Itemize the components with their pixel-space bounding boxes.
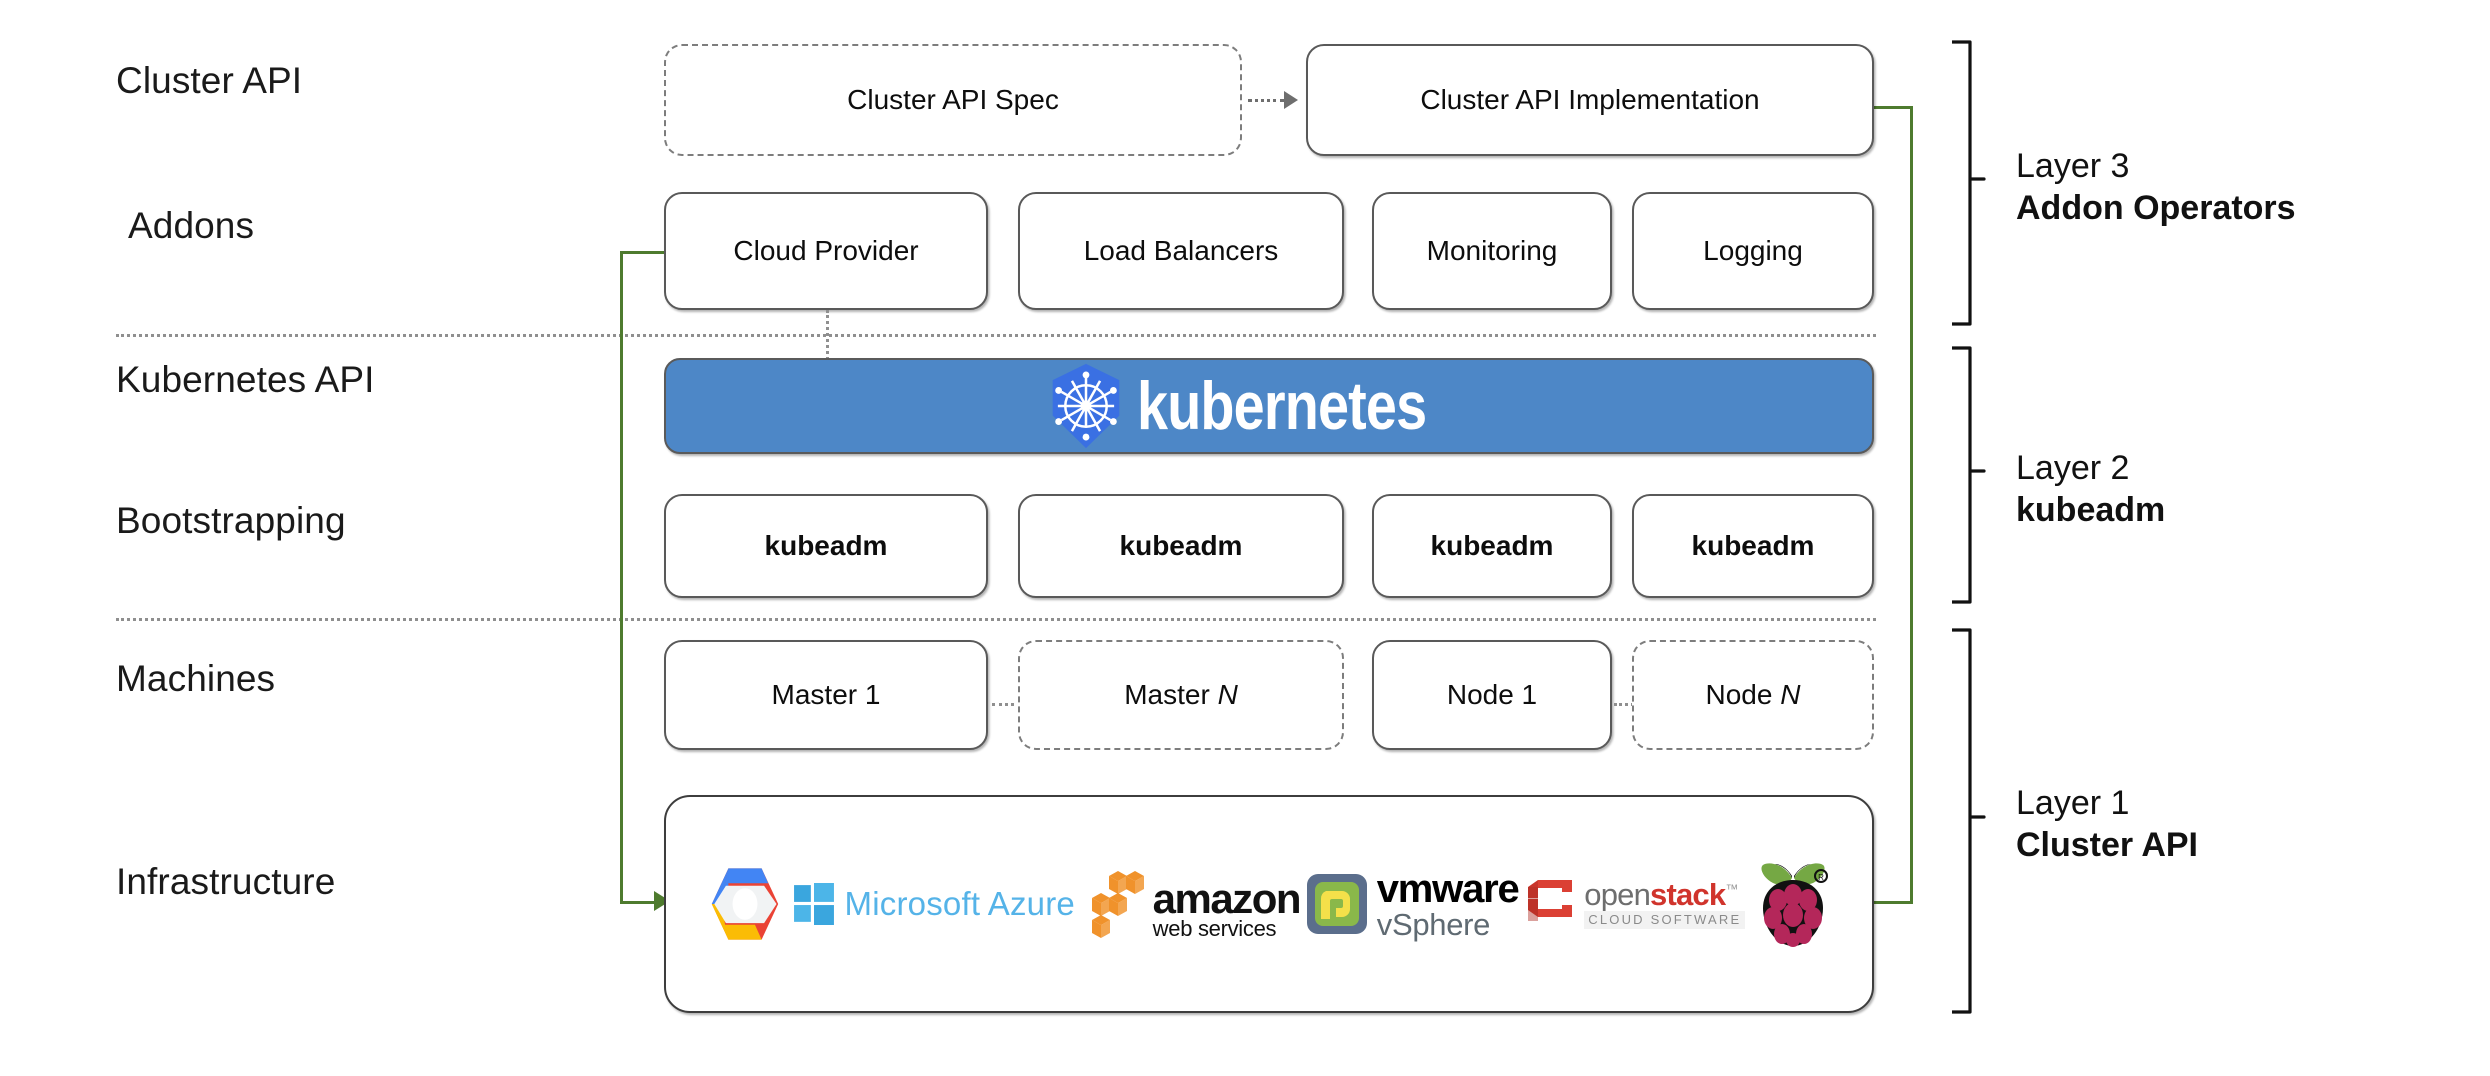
openstack-sublabel: CLOUD SOFTWARE — [1584, 911, 1746, 930]
amazon-web-services-sublabel: web services — [1152, 916, 1277, 942]
google-cloud-platform-icon — [711, 868, 779, 940]
provider-logo-amazon-web-services[interactable]: amazon web services — [1081, 868, 1302, 942]
infrastructure-box[interactable]: Microsoft Azure — [664, 795, 1874, 1013]
cluster-api-spec-box[interactable]: Cluster API Spec — [664, 44, 1242, 156]
layer-2-caption: Layer 2 kubeadm — [2016, 447, 2165, 531]
bootstrap-label-4: kubeadm — [1691, 530, 1815, 561]
layer-1-brace-icon — [1952, 628, 1986, 1014]
aws-boxes-icon — [1091, 871, 1144, 938]
provider-logo-vmware-vsphere[interactable]: vmware vSphere — [1306, 866, 1520, 942]
green-connector-bottom-right-horizontal — [1868, 901, 1913, 904]
spec-arrow-line — [1248, 98, 1284, 102]
addon-label-load-balancers: Load Balancers — [1083, 235, 1279, 266]
layer-3-brace-icon — [1952, 40, 1986, 326]
spec-arrow-head-icon — [1284, 91, 1298, 109]
amazon-label: amazon — [1152, 875, 1302, 923]
bootstrap-box-1[interactable]: kubeadm — [664, 494, 988, 598]
machine-label-master-n-suffix: N — [1217, 679, 1238, 710]
vsphere-sublabel: vSphere — [1376, 906, 1491, 942]
layer-2-brace-icon — [1952, 346, 1986, 604]
layer-1-caption: Layer 1 Cluster API — [2016, 782, 2198, 866]
provider-logo-google-cloud-platform[interactable] — [703, 865, 787, 943]
section-separator-upper — [116, 334, 1876, 337]
bootstrap-label-1: kubeadm — [764, 530, 888, 561]
layer-3-name: Addon Operators — [2016, 189, 2296, 228]
row-label-kubernetes-api: Kubernetes API — [116, 359, 375, 400]
layer-3-number: Layer 3 — [2016, 147, 2130, 185]
provider-logo-openstack[interactable]: openstack™ CLOUD SOFTWARE — [1524, 876, 1746, 931]
machine-label-node-n-suffix: N — [1780, 679, 1801, 710]
row-label-bootstrapping: Bootstrapping — [116, 500, 346, 541]
machine-label-node-n: Node N — [1706, 679, 1801, 711]
green-connector-right-vertical — [1910, 106, 1913, 901]
bootstrap-label-2: kubeadm — [1119, 530, 1243, 561]
kubernetes-helm-wheel-logo-icon — [1052, 363, 1119, 449]
machine-box-master-1[interactable]: Master 1 — [664, 640, 988, 750]
layer-1-name: Cluster API — [2016, 826, 2199, 865]
green-connector-top-left-horizontal — [620, 251, 668, 254]
cluster-api-implementation-box[interactable]: Cluster API Implementation — [1306, 44, 1874, 156]
raspberry-pi-icon: R — [1761, 863, 1829, 947]
addon-label-cloud-provider: Cloud Provider — [733, 235, 919, 266]
cluster-api-implementation-label: Cluster API Implementation — [1420, 84, 1760, 115]
green-connector-top-right-horizontal — [1869, 106, 1913, 109]
bootstrap-box-3[interactable]: kubeadm — [1372, 494, 1612, 598]
provider-logo-microsoft-azure[interactable]: Microsoft Azure — [793, 883, 1075, 925]
machine-label-node-1: Node 1 — [1446, 679, 1538, 710]
addon-label-monitoring: Monitoring — [1426, 235, 1558, 266]
machine-label-master-1: Master 1 — [771, 679, 881, 710]
openstack-wordmark: openstack™ — [1584, 876, 1738, 912]
bootstrap-box-2[interactable]: kubeadm — [1018, 494, 1344, 598]
bootstrap-label-3: kubeadm — [1430, 530, 1554, 561]
addon-box-cloud-provider[interactable]: Cloud Provider — [664, 192, 988, 310]
machine-box-master-n[interactable]: Master N — [1018, 640, 1344, 750]
row-label-cluster-api: Cluster API — [116, 60, 303, 101]
layer-3-caption: Layer 3 Addon Operators — [2016, 145, 2296, 229]
green-connector-left-vertical — [620, 251, 623, 901]
cluster-api-spec-label: Cluster API Spec — [847, 84, 1059, 115]
layer-1-number: Layer 1 — [2016, 784, 2130, 822]
layer-2-number: Layer 2 — [2016, 449, 2130, 487]
svg-text:R: R — [1818, 873, 1824, 882]
provider-logo-raspberry-pi[interactable]: R — [1751, 856, 1835, 952]
row-label-machines: Machines — [116, 658, 276, 699]
microsoft-windows-icon — [793, 883, 834, 925]
row-label-addons: Addons — [128, 205, 255, 246]
addon-box-load-balancers[interactable]: Load Balancers — [1018, 192, 1344, 310]
machine-label-master-n: Master N — [1124, 679, 1238, 711]
kubernetes-banner[interactable]: kubernetes — [664, 358, 1874, 454]
kubernetes-wordmark: kubernetes — [1136, 368, 1427, 444]
vmware-wordmark: vmware — [1376, 866, 1520, 911]
microsoft-azure-label: Microsoft Azure — [844, 885, 1075, 922]
machine-label-node-n-text: Node — [1705, 679, 1781, 710]
openstack-icon — [1528, 880, 1573, 921]
vmware-vsphere-icon — [1306, 874, 1367, 934]
spec-to-implementation-arrow — [1248, 91, 1298, 109]
layer-2-name: kubeadm — [2016, 491, 2166, 530]
machine-box-node-1[interactable]: Node 1 — [1372, 640, 1612, 750]
green-connector-bottom-left-horizontal — [620, 901, 660, 904]
section-separator-lower — [116, 618, 1876, 621]
machine-connector-nodes — [1614, 703, 1634, 706]
machine-connector-masters — [992, 703, 1014, 706]
cloud-provider-to-kubernetes-connector — [826, 310, 829, 360]
row-label-infrastructure: Infrastructure — [116, 861, 336, 902]
addon-box-monitoring[interactable]: Monitoring — [1372, 192, 1612, 310]
infrastructure-logo-strip: Microsoft Azure — [666, 856, 1872, 952]
bootstrap-box-4[interactable]: kubeadm — [1632, 494, 1874, 598]
machine-label-master-n-text: Master — [1124, 679, 1218, 710]
addon-box-logging[interactable]: Logging — [1632, 192, 1874, 310]
addon-label-logging: Logging — [1703, 235, 1803, 266]
vmware-label: vmware — [1376, 866, 1520, 911]
machine-box-node-n[interactable]: Node N — [1632, 640, 1874, 750]
